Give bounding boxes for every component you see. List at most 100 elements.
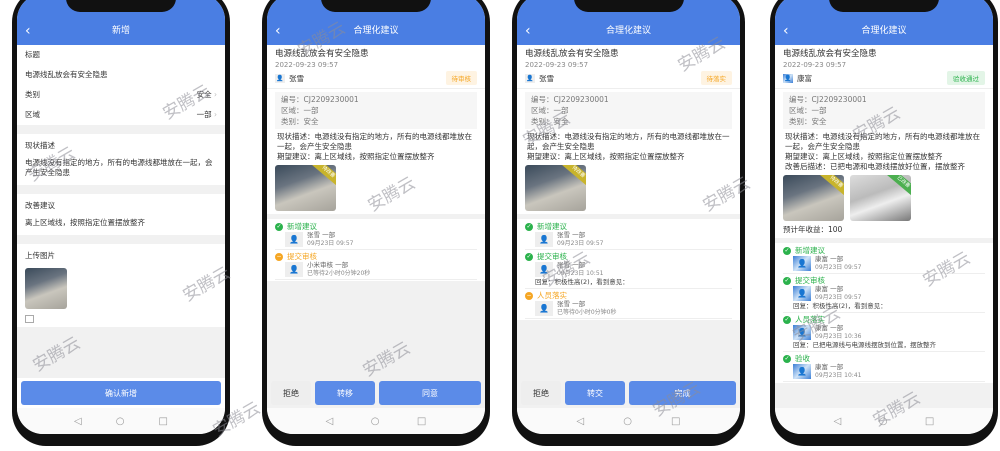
area-select[interactable]: 区域 一部 › — [17, 105, 225, 125]
timeline-time: 已等待2小时0分钟20秒 — [307, 269, 371, 277]
status-input[interactable]: 电源线没有指定的地方，所有的电源线都堆放在一起，会产生安全隐患 — [25, 158, 213, 177]
suggest-label: 改善建议 — [25, 201, 55, 210]
divider — [17, 125, 225, 134]
suggest-input[interactable]: 离上区域线，按照指定位置摆放整齐 — [25, 218, 145, 227]
description: 现状描述：电源线没有指定的地方，所有的电源线都堆放在一起，会产生安全隐患期望建议… — [517, 132, 740, 162]
info-line: 类别：安全 — [531, 117, 569, 126]
description-line: 现状描述：电源线没有指定的地方，所有的电源线都堆放在一起，会产生安全隐患 — [785, 132, 980, 151]
suggestion-title: 电源线乱放会有安全隐患 — [783, 49, 877, 59]
check-circle-icon: ✓ — [525, 252, 533, 261]
submitter-name: 张雪 — [289, 73, 304, 83]
image-add-icon[interactable] — [25, 315, 34, 323]
suggestion-image[interactable]: 待改善 — [275, 165, 336, 211]
nav-recent-icon[interactable]: □ — [158, 415, 168, 427]
back-icon[interactable]: ‹ — [525, 23, 531, 39]
nav-recent-icon[interactable]: □ — [671, 415, 681, 427]
image-list: 待改善 — [267, 162, 485, 214]
action-button-2[interactable]: 同意 — [379, 381, 481, 405]
detail-content: 电源线乱放会有安全隐患 2022-09-23 09:57 👤张雪 待审核 编号：… — [267, 45, 485, 378]
nav-recent-icon[interactable]: □ — [416, 415, 427, 427]
timeline-time: 09月23日 10:51 — [557, 269, 604, 277]
category-select[interactable]: 类别安全 › — [17, 85, 225, 105]
description-line: 现状描述：电源线没有指定的地方，所有的电源线都堆放在一起，会产生安全隐患 — [527, 132, 730, 151]
back-icon[interactable]: ‹ — [783, 23, 789, 39]
timeline-user: 张雪 一部 — [307, 231, 336, 239]
suggestion-image[interactable]: 已改善 — [850, 175, 911, 221]
action-button-1[interactable]: 转移 — [315, 381, 375, 405]
timeline-time: 09月23日 10:36 — [815, 332, 862, 340]
confirm-add-button[interactable]: 确认新增 — [21, 381, 221, 405]
check-circle-icon: ✓ — [783, 315, 791, 324]
uploaded-image[interactable] — [25, 268, 67, 309]
nav-back-icon[interactable]: ◁ — [833, 415, 842, 427]
nav-back-icon[interactable]: ◁ — [325, 415, 334, 427]
system-nav: ◁ ○ □ — [17, 408, 225, 434]
phone-notch — [66, 0, 176, 12]
button-bar: 拒绝转交完成 — [517, 378, 740, 408]
system-nav: ◁ ○ □ — [267, 408, 485, 434]
description-line: 期望建议：离上区域线，按照指定位置摆放整齐 — [277, 152, 435, 161]
user-avatar-icon: 👤 — [783, 73, 793, 83]
nav-back-icon[interactable]: ◁ — [74, 415, 82, 427]
phone-suggestion-detail: ‹合理化建议 电源线乱放会有安全隐患 2022-09-23 09:57 👤康富 … — [770, 0, 998, 446]
action-button-2[interactable]: 完成 — [629, 381, 736, 405]
blank-area — [17, 327, 225, 378]
info-line: 区域：一部 — [281, 106, 319, 115]
back-icon[interactable]: ‹ — [25, 23, 31, 39]
info-line: 编号：CJ2209230001 — [789, 95, 867, 104]
user-avatar-icon: 👤 — [285, 262, 303, 277]
page-title: 新增 — [111, 26, 130, 36]
timeline-user: 康富 一部 — [815, 285, 844, 293]
image-tag: 待改善 — [561, 165, 586, 188]
info-line: 区域：一部 — [789, 106, 827, 115]
nav-home-icon[interactable]: ○ — [370, 415, 380, 427]
action-button-0[interactable]: 拒绝 — [271, 381, 311, 405]
phone-suggestion-detail: ‹合理化建议 电源线乱放会有安全隐患 2022-09-23 09:57 👤张雪 … — [262, 0, 490, 446]
phone-notch — [321, 0, 431, 12]
nav-home-icon[interactable]: ○ — [878, 415, 888, 427]
timeline-time: 09月23日 09:57 — [815, 293, 862, 301]
blank-area — [267, 281, 485, 378]
system-nav: ◁ ○ □ — [775, 408, 993, 434]
category-value: 安全 — [196, 90, 212, 99]
suggestion-date: 2022-09-23 09:57 — [275, 61, 339, 69]
area-label: 区域 — [25, 110, 40, 119]
nav-back-icon[interactable]: ◁ — [576, 415, 585, 427]
check-circle-icon: ✓ — [783, 246, 791, 255]
user-avatar-icon: 👤 — [793, 364, 811, 379]
timeline-step: 提交审核 — [537, 252, 567, 261]
timeline-step: 新增建议 — [287, 222, 317, 231]
back-icon[interactable]: ‹ — [275, 23, 281, 39]
chevron-right-icon: › — [214, 110, 217, 119]
divider — [17, 185, 225, 194]
description-line: 期望建议：离上区域线，按照指定位置摆放整齐 — [527, 152, 685, 161]
nav-recent-icon[interactable]: □ — [924, 415, 935, 427]
suggestion-image[interactable]: 待改善 — [783, 175, 844, 221]
info-line: 区域：一部 — [531, 106, 569, 115]
status-label: 现状描述 — [25, 141, 55, 150]
timeline-user: 张雪 一部 — [557, 300, 586, 308]
timeline-step: 人员落实 — [537, 291, 567, 300]
title-label: 标题 — [25, 50, 40, 59]
submitter-name: 张雪 — [539, 73, 554, 83]
description-line: 期望建议：离上区域线，按照指定位置摆放整齐 — [785, 152, 943, 161]
action-button-0[interactable]: 拒绝 — [521, 381, 561, 405]
system-nav: ◁ ○ □ — [517, 408, 740, 434]
status-badge: 待审核 — [445, 71, 477, 85]
nav-home-icon[interactable]: ○ — [623, 415, 632, 427]
user-avatar-icon: 👤 — [793, 256, 811, 271]
timeline-user: 张雪 一部 — [557, 261, 586, 269]
title-input[interactable]: 电源线乱放会有安全隐患 — [25, 70, 108, 79]
nav-home-icon[interactable]: ○ — [115, 415, 125, 427]
suggestion-image[interactable]: 待改善 — [525, 165, 586, 211]
action-button-1[interactable]: 转交 — [565, 381, 625, 405]
area-value: 一部 — [196, 110, 212, 119]
page-title: 合理化建议 — [605, 26, 651, 36]
divider — [267, 214, 485, 219]
